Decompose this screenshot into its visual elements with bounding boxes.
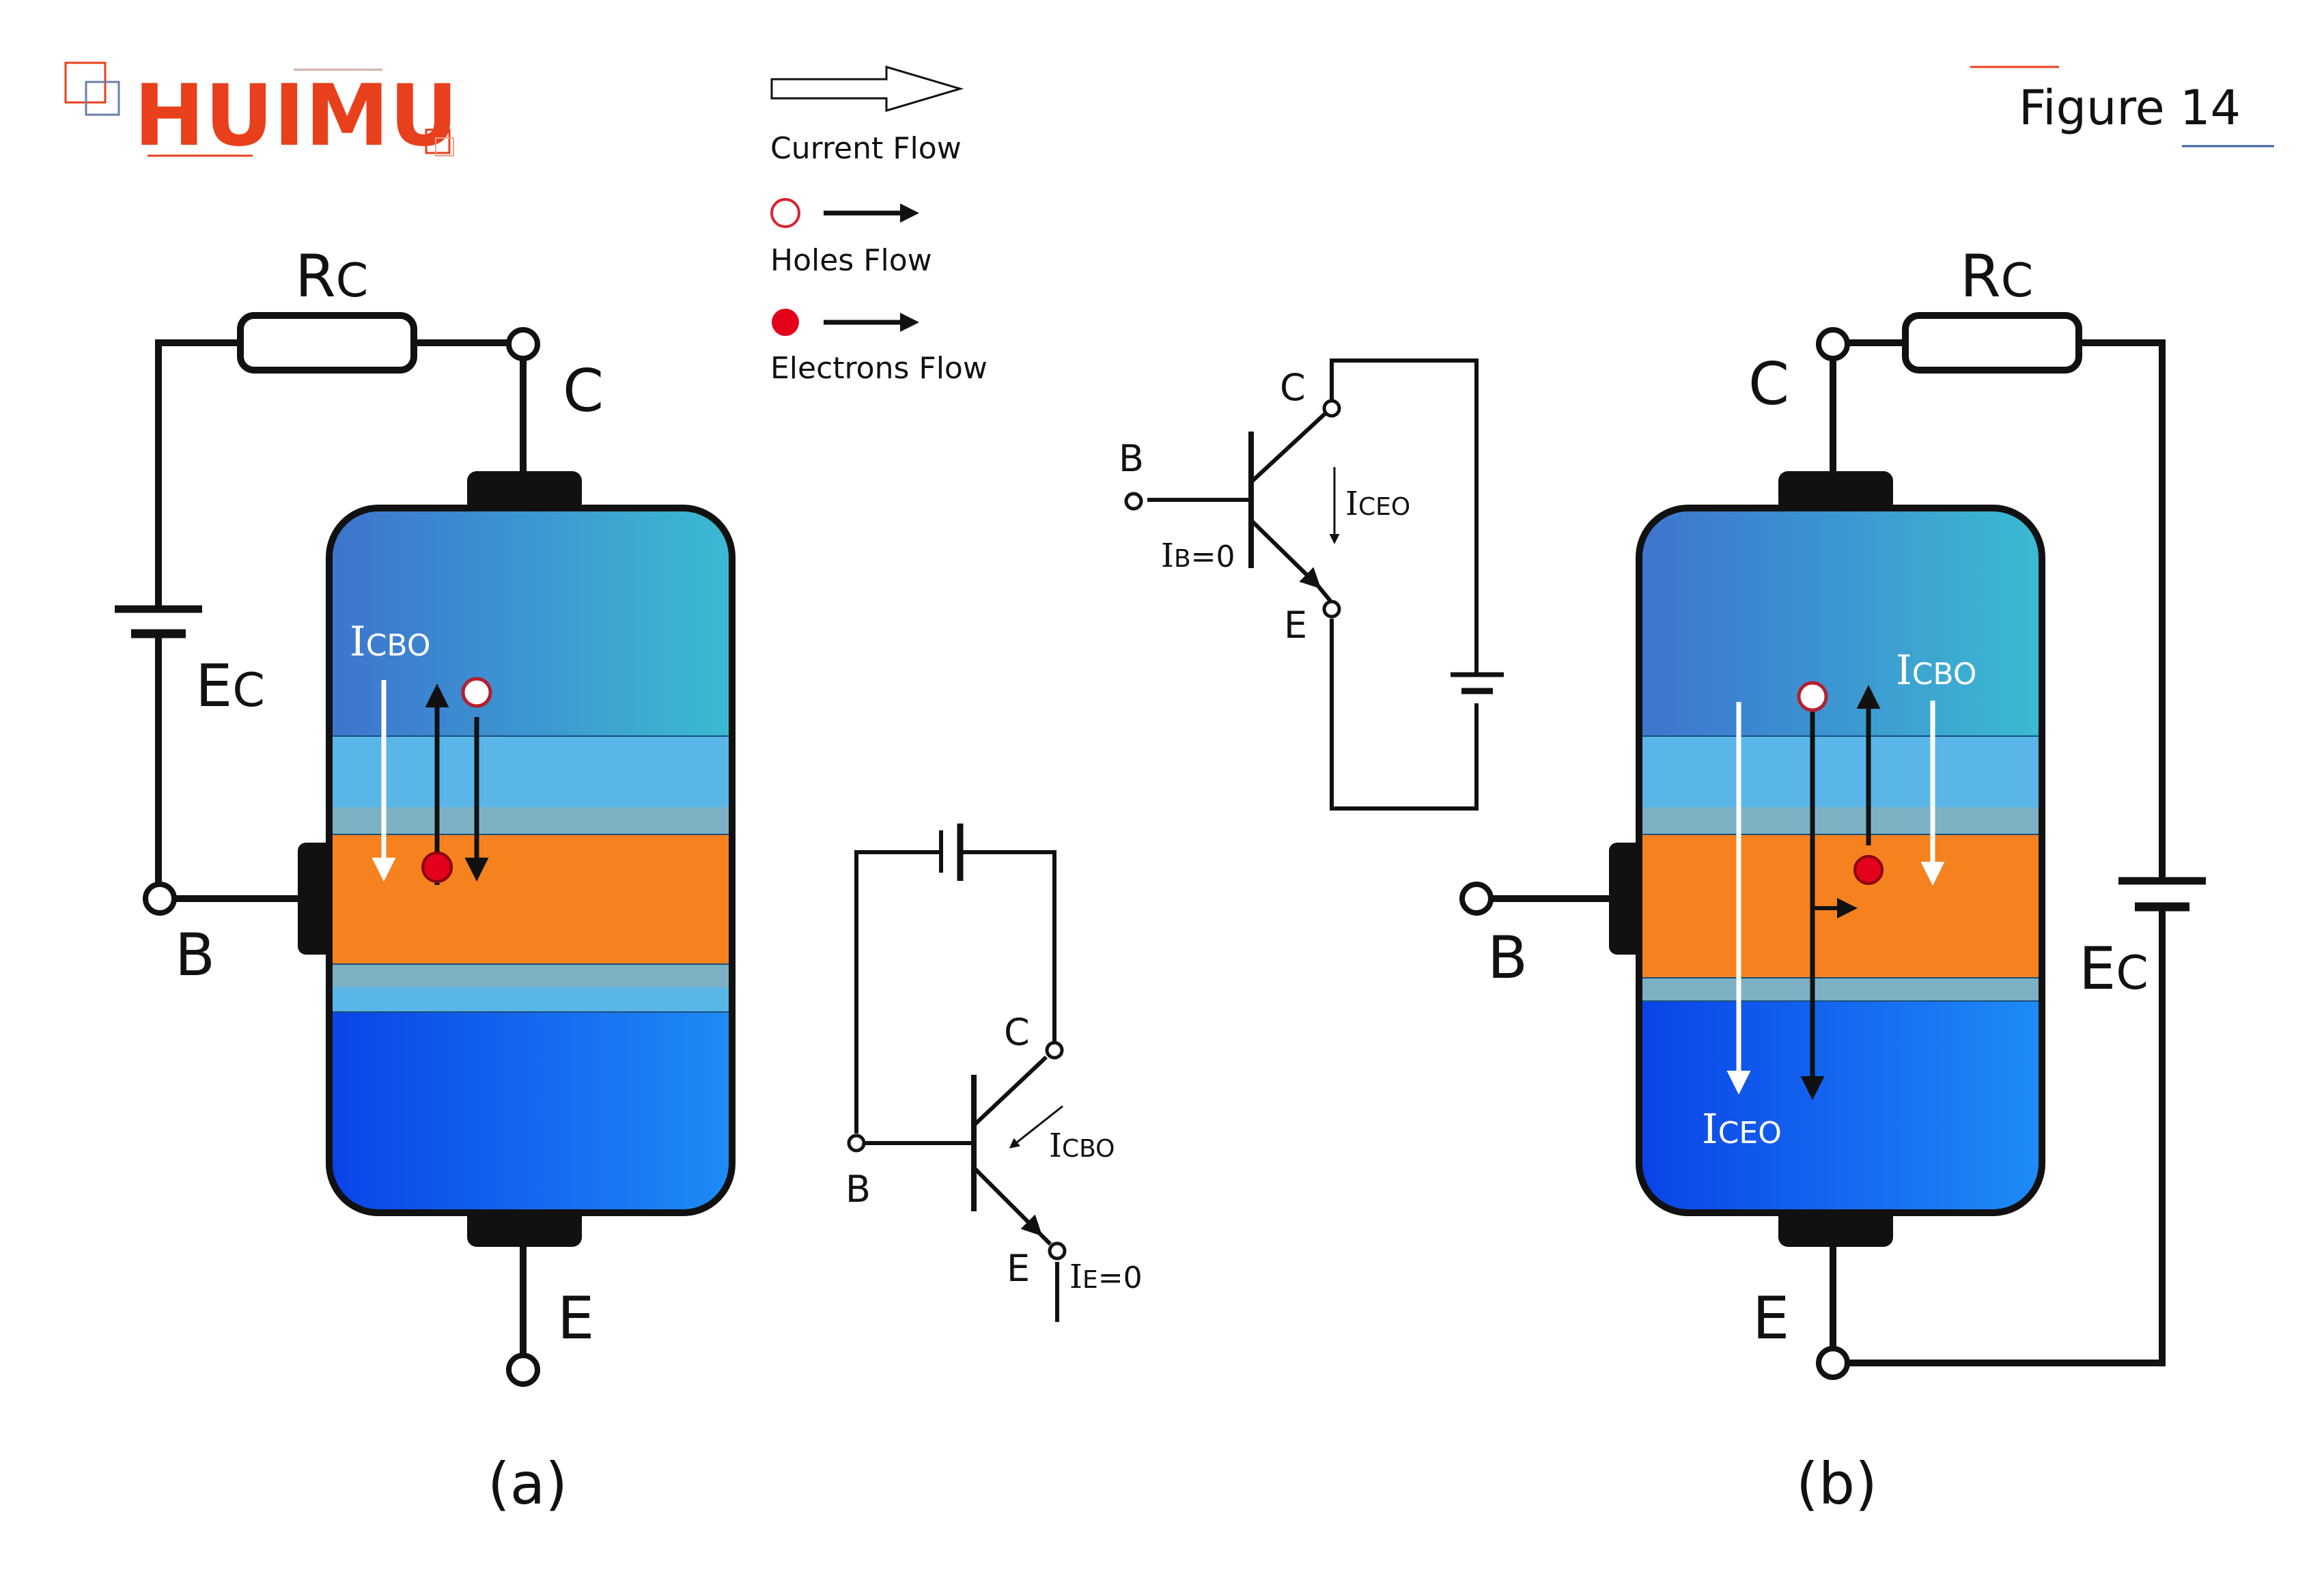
label-c-a: C [563,357,604,425]
logo-text: HUIMU [134,67,458,165]
hole-icon [770,198,800,228]
terminal-e-top [1322,600,1341,619]
terminal-e-bottom [1048,1241,1067,1261]
label-c-b: C [1748,350,1789,419]
label-ec-b: EC [2079,935,2148,1003]
terminal-b-b [1459,882,1494,916]
terminal-b-bottom [847,1134,866,1153]
terminal-b-top [1124,492,1143,511]
schematic-iceo: C B E ICEO IB=0 [1119,358,1504,811]
resistor-rc-b [1902,312,2082,374]
label-b-top: B [1119,437,1144,480]
label-rc-a: RC [295,242,368,311]
caption-b: (b) [1796,1450,1877,1517]
label-icbo-a: ICBO [350,618,430,666]
label-e-b: E [1752,1284,1789,1353]
label-iceo-top: ICEO [1345,485,1410,523]
label-e-a: E [557,1284,594,1353]
label-rc-b: RC [1960,242,2033,311]
panel-b: ICBO ICEO RC EC C B E (b) [1459,242,2206,1517]
terminal-c-top [1322,399,1341,418]
legend-holes-flow: Holes Flow [770,243,932,278]
label-ec-a: EC [195,652,265,720]
transistor-body-b [1639,508,2042,1213]
transistor-body-a [329,508,732,1213]
label-icbo-b: ICBO [1896,647,1976,694]
battery-ec [115,605,202,638]
current-flow-arrow-icon [770,65,964,113]
panel-a: ICBO RC EC C B E (a) [115,242,736,1517]
battery-symbol-top [1451,672,1504,694]
label-e-top: E [1284,604,1307,647]
hole-particle-a [461,677,492,708]
figure-label: Figure 14 [1970,66,2274,147]
transistor-symbol-bottom [863,1055,1063,1322]
schematic-icbo: C B E ICBO IE=0 [845,824,1143,1322]
terminal-c-b [1816,327,1850,361]
figure-number: Figure 14 [2019,80,2241,136]
hole-particle-b [1797,681,1828,712]
electron-particle-a [421,852,453,883]
label-ie-bottom: IE=0 [1069,1258,1143,1296]
label-b-b: B [1487,924,1528,992]
electron-particle-b [1853,855,1884,885]
battery-symbol-bottom [939,824,964,881]
label-ib-top: IB=0 [1161,537,1235,575]
label-b-a: B [175,921,215,989]
label-iceo-b: ICEO [1702,1106,1782,1153]
terminal-b [143,882,177,916]
label-icbo-bottom: ICBO [1049,1127,1115,1165]
terminal-e-b [1816,1346,1850,1380]
terminal-e [506,1353,540,1387]
legend-current-flow: Current Flow [770,131,962,166]
label-b-bottom: B [845,1168,871,1211]
caption-a: (a) [488,1450,568,1517]
terminal-c-bottom [1045,1041,1064,1060]
brand-logo: HUIMU [64,61,458,165]
battery-ec-b [2118,877,2206,912]
label-c-top: C [1280,366,1306,409]
transistor-symbol-top [1147,412,1340,602]
legend: Current Flow Holes Flow Electrons Flow [770,65,988,386]
legend-electrons-flow: Electrons Flow [770,351,988,386]
label-e-bottom: E [1007,1247,1030,1290]
label-c-bottom: C [1004,1011,1030,1054]
resistor-rc [237,312,417,374]
electron-icon [772,309,799,336]
terminal-c [506,327,540,361]
